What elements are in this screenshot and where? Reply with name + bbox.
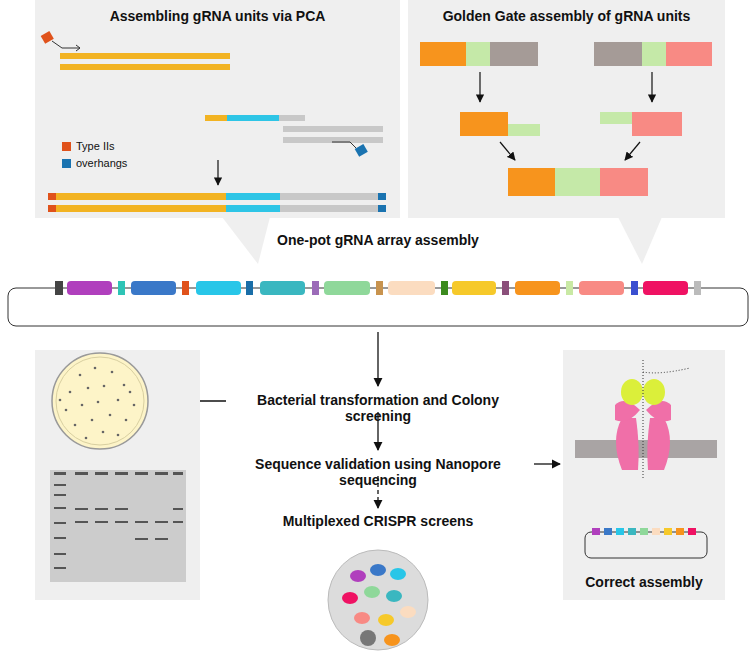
legend-item: overhangs: [62, 157, 127, 169]
screen-dish: [328, 550, 428, 650]
legend-item: Type IIs: [62, 140, 115, 152]
callout-pointer: [618, 217, 662, 264]
plasmid-array: [8, 281, 748, 326]
step-label: Sequence validation using Nanopore seque…: [218, 456, 538, 488]
legend-swatch: [62, 142, 71, 151]
legend-text: Type IIs: [76, 140, 115, 152]
panel-box: Golden Gate assembly of gRNA units: [408, 0, 725, 218]
flow-arrow: [192, 400, 226, 401]
panel-box: Assembling gRNA units via PCA: [35, 0, 400, 218]
screening-panel: [35, 350, 200, 600]
step-label: One-pot gRNA array assembly: [198, 232, 558, 248]
panel-box: Correct assembly: [563, 350, 725, 600]
flow-arrow: [534, 463, 560, 464]
step-label: Multiplexed CRISPR screens: [228, 513, 528, 529]
panel-heading: Correct assembly: [563, 574, 725, 590]
legend-swatch: [62, 159, 71, 168]
step-label: Bacterial transformation and Colony scre…: [223, 392, 533, 424]
panel-heading: Assembling gRNA units via PCA: [35, 8, 400, 24]
legend-text: overhangs: [76, 157, 127, 169]
callout-pointer: [222, 217, 270, 264]
flow-arrow: [377, 332, 378, 386]
panel-heading: Golden Gate assembly of gRNA units: [408, 8, 725, 24]
